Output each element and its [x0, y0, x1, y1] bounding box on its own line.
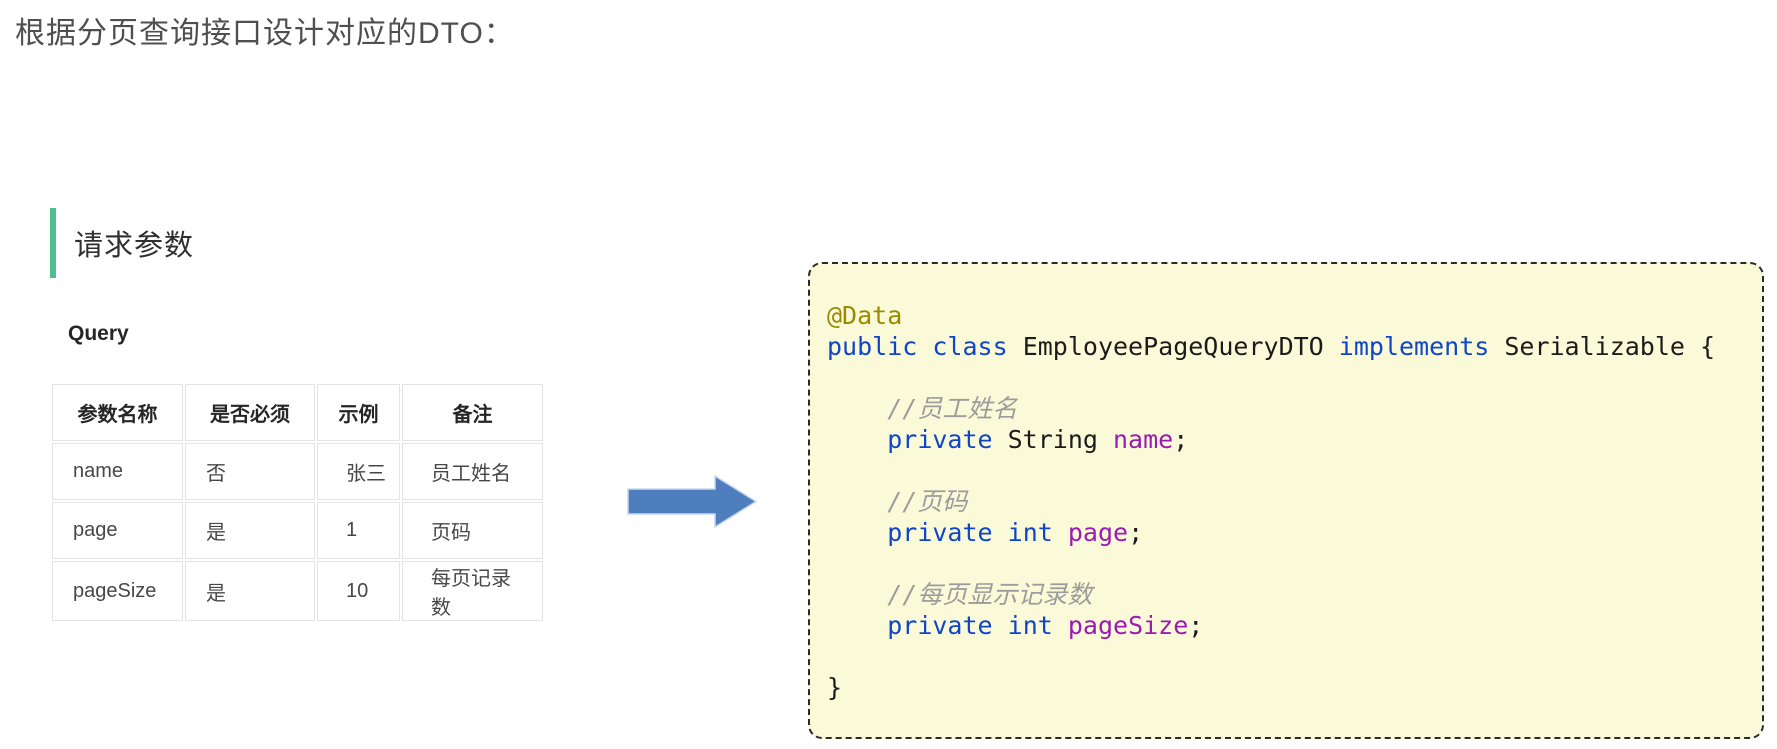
code-token-field: pageSize	[1067, 611, 1189, 640]
table-cell: 1	[317, 502, 400, 559]
code-token-comment: //每页显示记录数	[887, 580, 1093, 609]
table-cell: 是	[185, 561, 315, 621]
code-token-plain	[827, 580, 887, 609]
code-line	[827, 641, 1744, 672]
code-token-keyword: implements	[1338, 332, 1490, 361]
code-line: //每页显示记录数	[827, 579, 1744, 610]
code-token-plain: Serializable {	[1489, 332, 1716, 361]
code-token-plain	[1053, 518, 1068, 547]
code-line: //页码	[827, 486, 1744, 517]
code-token-keyword: private	[887, 518, 993, 547]
code-token-keyword: public	[827, 332, 918, 361]
code-token-keyword: private	[887, 611, 993, 640]
column-header: 是否必须	[185, 384, 315, 441]
code-token-plain: EmployeePageQueryDTO	[1007, 332, 1339, 361]
table-cell: 页码	[402, 502, 543, 559]
code-token-plain: ;	[1128, 518, 1144, 547]
section-title: 请求参数	[74, 230, 195, 262]
code-token-plain	[827, 487, 887, 516]
section-accent-bar	[50, 208, 56, 278]
code-token-plain	[917, 332, 932, 361]
code-line	[827, 548, 1744, 579]
code-token-plain	[827, 394, 887, 423]
code-token-plain	[827, 425, 887, 454]
code-token-plain	[993, 611, 1008, 640]
table-cell: 员工姓名	[402, 443, 543, 500]
table-cell: pageSize	[52, 561, 183, 621]
code-token-annotation: @Data	[827, 301, 903, 330]
code-token-keyword: int	[1007, 518, 1053, 547]
code-line: private int page;	[827, 517, 1744, 548]
code-token-plain: ;	[1188, 611, 1204, 640]
code-line: public class EmployeePageQueryDTO implem…	[827, 331, 1744, 362]
column-header: 参数名称	[52, 384, 183, 441]
table-cell: 每页记录数	[402, 561, 543, 621]
code-token-plain	[827, 611, 887, 640]
code-token-plain: }	[827, 673, 843, 702]
table-cell: 否	[185, 443, 315, 500]
right-arrow-shape	[627, 474, 758, 529]
code-token-plain: String	[992, 425, 1113, 454]
table-cell: name	[52, 443, 183, 500]
table-header-row: 参数名称是否必须示例备注	[52, 384, 543, 441]
code-line	[827, 362, 1744, 393]
code-token-field: name	[1113, 425, 1174, 454]
code-token-plain: ;	[1173, 425, 1189, 454]
code-line: }	[827, 672, 1744, 703]
code-line: private String name;	[827, 424, 1744, 455]
table-cell: 张三	[317, 443, 400, 500]
code-token-field: page	[1067, 518, 1129, 547]
right-arrow-icon	[627, 474, 758, 529]
code-token-comment: //员工姓名	[887, 394, 1018, 423]
table-cell: 10	[317, 561, 400, 621]
code-token-keyword: class	[932, 332, 1008, 361]
code-line: @Data	[827, 300, 1744, 331]
request-params-section-header: 请求参数	[50, 208, 194, 278]
table-cell: 是	[185, 502, 315, 559]
column-header: 示例	[317, 384, 400, 441]
code-line: //员工姓名	[827, 393, 1744, 424]
code-token-plain	[993, 518, 1008, 547]
code-line: private int pageSize;	[827, 610, 1744, 641]
query-label: Query	[68, 322, 129, 345]
page-title: 根据分页查询接口设计对应的DTO：	[15, 17, 515, 50]
column-header: 备注	[402, 384, 543, 441]
code-token-keyword: int	[1007, 611, 1053, 640]
code-token-plain	[1053, 611, 1068, 640]
code-line	[827, 455, 1744, 486]
code-token-keyword: private	[887, 425, 993, 454]
code-token-comment: //页码	[887, 487, 968, 516]
code-token-plain	[827, 518, 887, 547]
table-cell: page	[52, 502, 183, 559]
